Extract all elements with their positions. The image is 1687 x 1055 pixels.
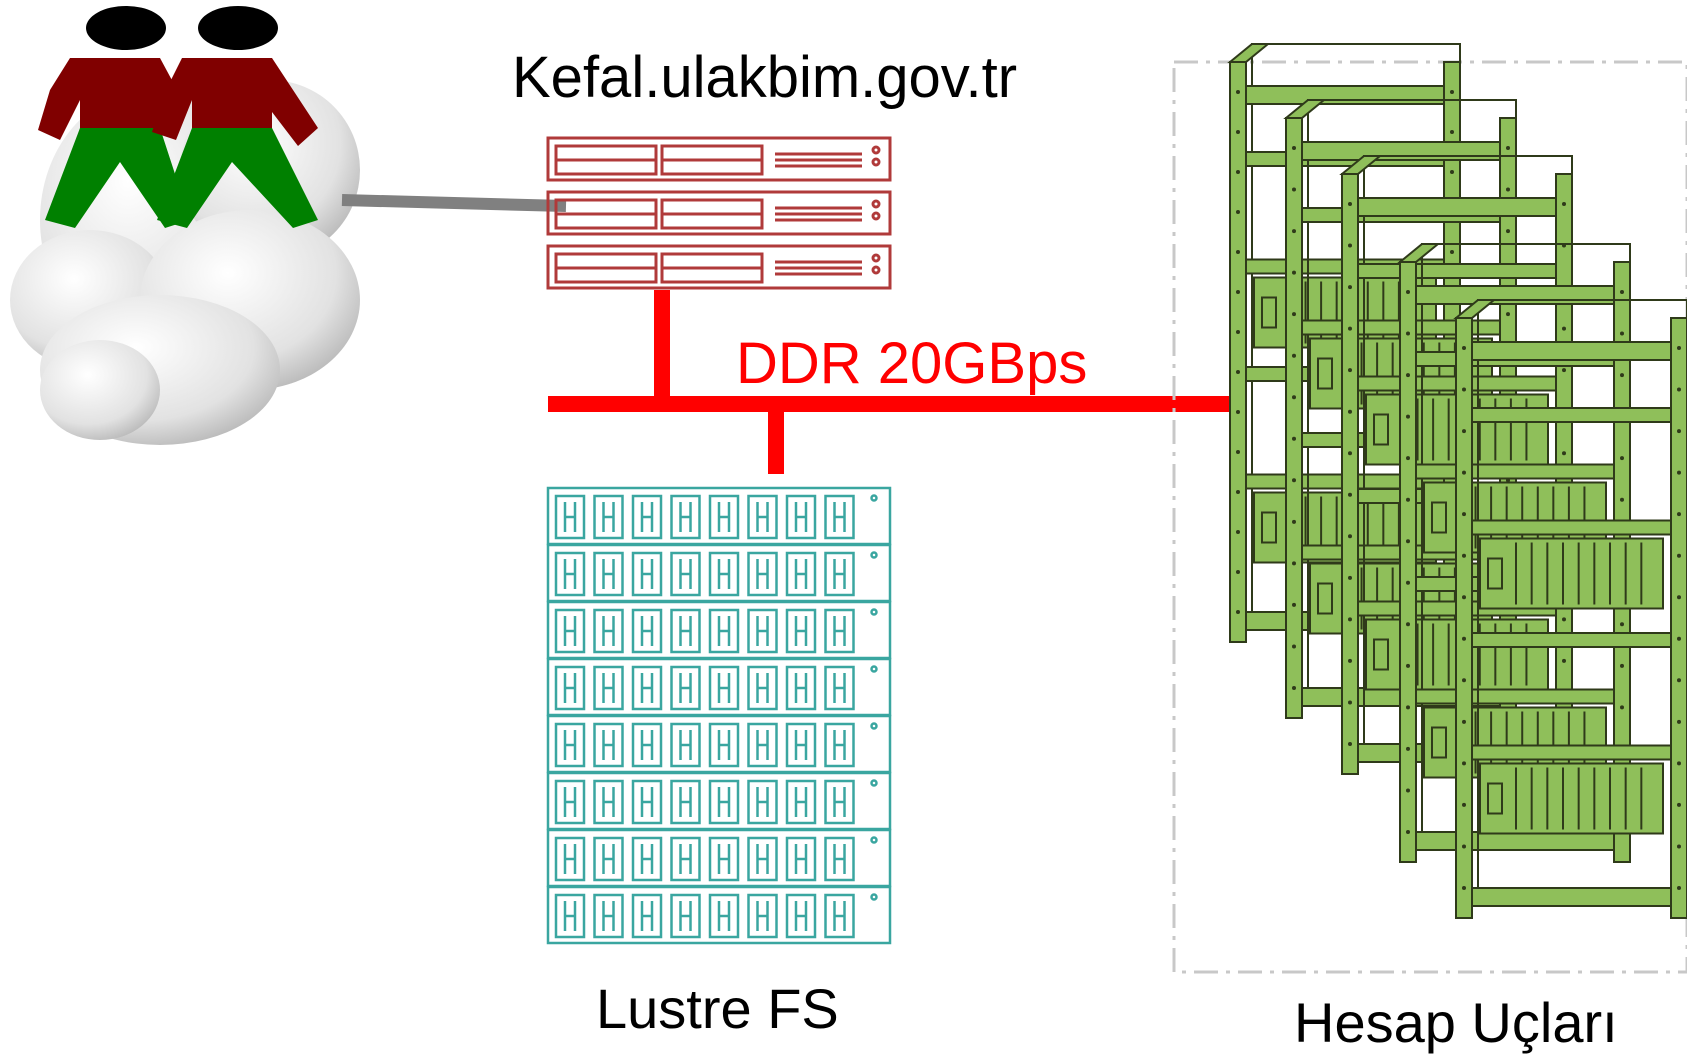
user-figure (152, 6, 318, 228)
storage-shelf (546, 885, 892, 945)
compute-rack (1453, 299, 1687, 919)
network-bus (548, 290, 1232, 474)
compute-boundary (1172, 60, 1687, 974)
storage-shelf (546, 828, 892, 888)
storage-shelf (546, 486, 892, 546)
compute-cluster-icon (1227, 43, 1687, 919)
users-icon (38, 6, 318, 228)
server-rack-icon (546, 136, 892, 290)
storage-shelf (546, 657, 892, 717)
network-label: DDR 20GBps (736, 331, 1088, 396)
storage-shelf (546, 714, 892, 774)
storage-label: Lustre FS (596, 977, 839, 1040)
storage-array-icon (546, 486, 892, 945)
server-unit (546, 136, 892, 182)
user-figure (38, 6, 190, 228)
storage-shelf (546, 771, 892, 831)
server-unit (546, 244, 892, 290)
storage-shelf (546, 600, 892, 660)
head-node-label: Kefal.ulakbim.gov.tr (512, 45, 1018, 110)
user-link (341, 194, 567, 212)
storage-shelf (546, 543, 892, 603)
compute-label: Hesap Uçları (1294, 991, 1618, 1054)
server-unit (546, 190, 892, 236)
